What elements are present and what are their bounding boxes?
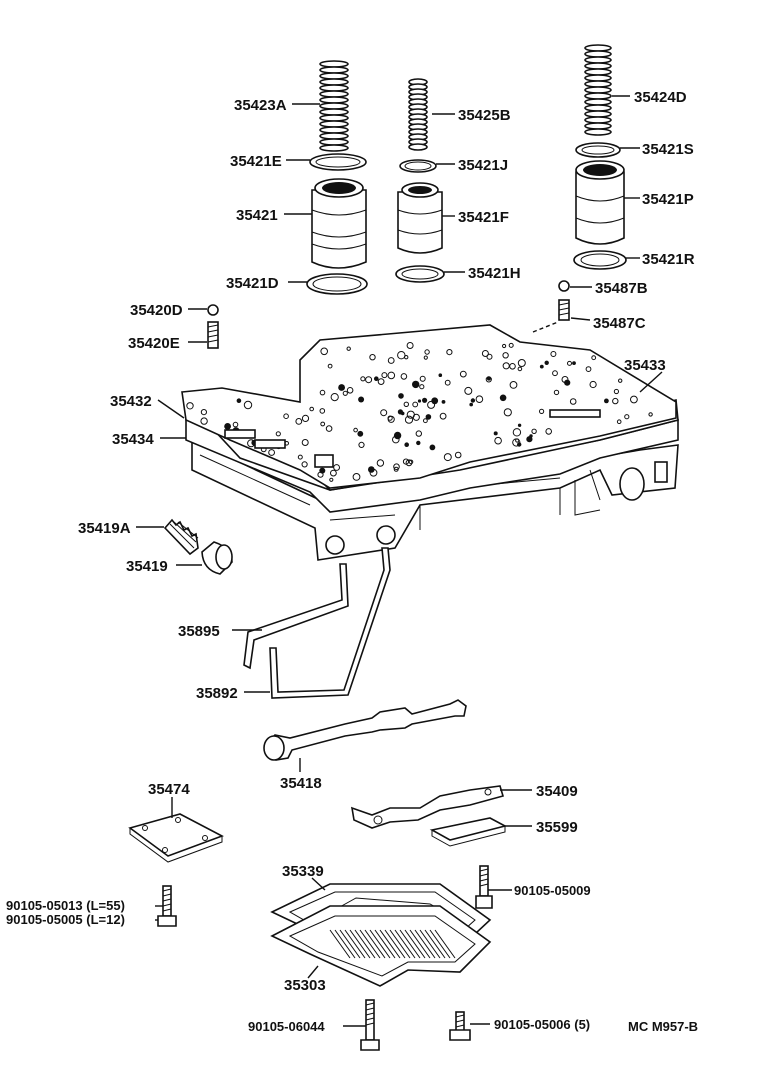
ball-35420D	[207, 304, 219, 316]
label-35487C: 35487C	[593, 315, 646, 332]
label-35421F: 35421F	[458, 209, 509, 226]
bolt-90105-06044	[360, 999, 380, 1051]
label-35420E: 35420E	[128, 335, 180, 352]
ring-35421H	[395, 265, 445, 283]
figure-code: MC M957-B	[628, 1019, 698, 1034]
label-35419: 35419	[126, 558, 168, 575]
label-35419A: 35419A	[78, 520, 131, 537]
label-90105-05009: 90105-05009	[514, 883, 591, 898]
plate-35474	[128, 813, 224, 863]
sleeve-35421P	[575, 160, 625, 245]
label-35421D: 35421D	[226, 275, 279, 292]
label-35474: 35474	[148, 781, 190, 798]
label-35421H: 35421H	[468, 265, 521, 282]
ring-35421E	[309, 153, 367, 171]
label-35423A: 35423A	[234, 97, 287, 114]
label-35424D: 35424D	[634, 89, 687, 106]
label-35420D: 35420D	[130, 302, 183, 319]
label-35418: 35418	[280, 775, 322, 792]
spring-35419A	[163, 518, 199, 556]
leader-lines	[136, 95, 663, 1027]
spring-35487C	[558, 299, 570, 321]
label-35421R: 35421R	[642, 251, 695, 268]
rod-35895	[243, 563, 349, 670]
bolt-90105-05006	[449, 1011, 471, 1041]
label-35409: 35409	[536, 783, 578, 800]
sleeve-35421	[311, 178, 367, 269]
plug-35419	[201, 541, 233, 575]
label-35433: 35433	[624, 357, 666, 374]
label-35487B: 35487B	[595, 280, 648, 297]
label-35434: 35434	[112, 431, 154, 448]
label-90105-05006: 90105-05006 (5)	[494, 1017, 590, 1032]
detent-spring-35409	[350, 785, 505, 829]
label-35421J: 35421J	[458, 157, 508, 174]
label-35339: 35339	[282, 863, 324, 880]
bolt-90105-05009	[475, 865, 493, 909]
spring-35420E	[207, 321, 219, 349]
label-90105-05005: 90105-05005 (L=12)	[6, 912, 125, 927]
label-35421E: 35421E	[230, 153, 282, 170]
bolt-90105-05013	[157, 885, 177, 927]
spring-35425B	[408, 78, 428, 151]
ball-35487B	[558, 280, 570, 292]
label-90105-06044: 90105-06044	[248, 1019, 325, 1034]
label-35421P: 35421P	[642, 191, 694, 208]
gasket-35303	[270, 905, 492, 987]
label-35892: 35892	[196, 685, 238, 702]
label-35432: 35432	[110, 393, 152, 410]
label-35895: 35895	[178, 623, 220, 640]
plate-35599	[429, 817, 508, 847]
rod-35892	[269, 547, 391, 699]
label-35599: 35599	[536, 819, 578, 836]
label-35421: 35421	[236, 207, 278, 224]
valve-body	[181, 324, 679, 561]
label-90105-05013: 90105-05013 (L=55)	[6, 898, 125, 913]
ring-35421S	[575, 142, 621, 158]
label-35421S: 35421S	[642, 141, 694, 158]
label-35303: 35303	[284, 977, 326, 994]
spring-35424D	[584, 44, 612, 136]
label-35425B: 35425B	[458, 107, 511, 124]
sleeve-35421F	[397, 182, 443, 254]
valve-35418	[263, 699, 467, 761]
spring-35423A	[319, 60, 349, 152]
